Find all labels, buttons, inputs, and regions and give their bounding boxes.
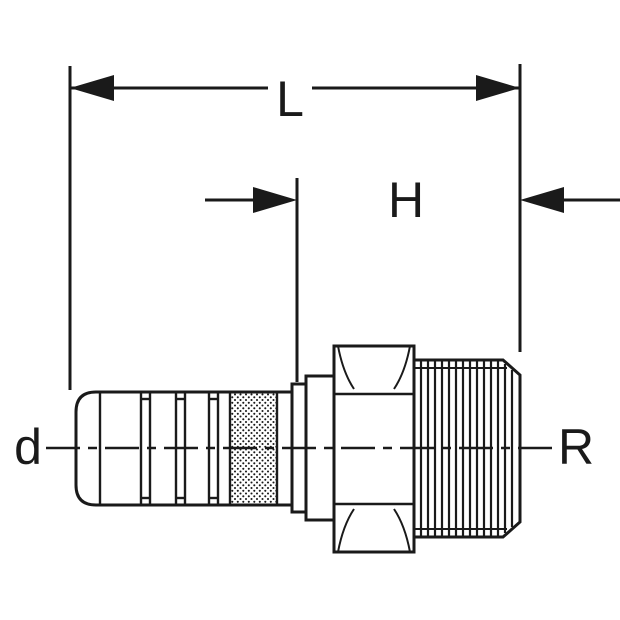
extension-lines bbox=[68, 64, 522, 390]
dim-label-L: L bbox=[276, 71, 304, 127]
dimension-H: H bbox=[205, 172, 620, 228]
dim-L-label-halo bbox=[268, 66, 312, 122]
hex-chamfer-arcs bbox=[337, 345, 411, 553]
h-dim-arrowhead-left-icon bbox=[253, 187, 297, 213]
l-dim-arrowhead-right-icon bbox=[476, 75, 520, 101]
l-dim-arrowhead-left-icon bbox=[70, 75, 114, 101]
label-R: R bbox=[558, 419, 594, 475]
dim-label-H: H bbox=[388, 172, 424, 228]
h-dim-arrowhead-right-icon bbox=[520, 187, 564, 213]
dimension-L: L bbox=[70, 66, 520, 127]
label-d: d bbox=[14, 419, 42, 475]
